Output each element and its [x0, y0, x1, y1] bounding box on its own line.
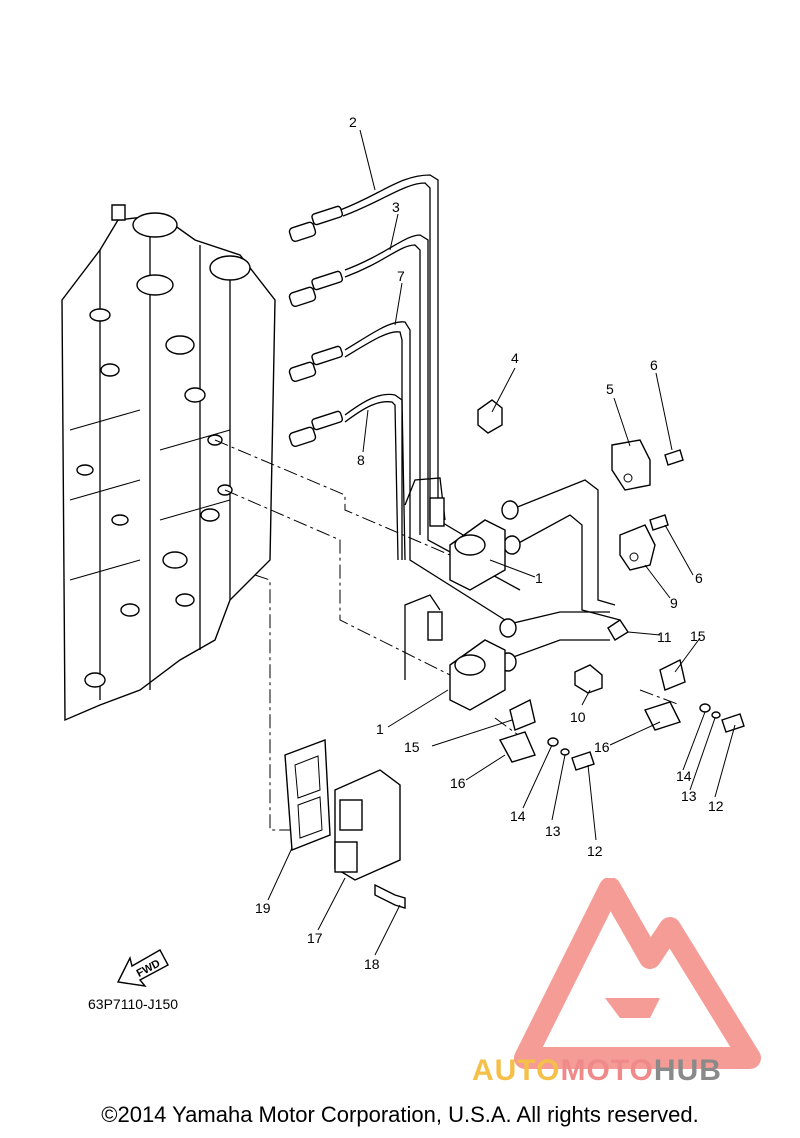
clip-4 [477, 399, 503, 434]
clip-10 [574, 664, 603, 694]
automotohub-logo: AUTOMOTOHUB [470, 877, 800, 1093]
logo-hub: HUB [653, 1054, 722, 1087]
ignition-coil-lower [404, 594, 506, 711]
logo-triangle-icon [514, 877, 761, 1069]
callout-12b: 12 [708, 798, 724, 814]
screw-6a [664, 449, 684, 466]
callout-3: 3 [392, 199, 400, 215]
leader-lines [267, 129, 736, 956]
callout-9: 9 [670, 595, 678, 611]
callout-16a: 16 [450, 775, 466, 791]
plug-cap-7 [288, 345, 344, 383]
callout-17: 17 [307, 930, 323, 946]
washer-13b [711, 711, 721, 719]
callout-5: 5 [606, 381, 614, 397]
washer-14a [547, 737, 559, 747]
logo-auto: AUTO [472, 1054, 561, 1087]
callout-7: 7 [397, 268, 405, 284]
plug-cap-8 [288, 410, 344, 448]
callout-10: 10 [570, 709, 586, 725]
reference-lines [214, 439, 681, 831]
callout-6b: 6 [695, 570, 703, 586]
fwd-arrow-icon: FWD [116, 949, 169, 987]
bolt-12b [721, 713, 745, 733]
fwd-label: FWD [135, 958, 163, 980]
screw-6b [649, 514, 669, 531]
plug-cap-2 [288, 205, 344, 243]
callout-18: 18 [364, 956, 380, 972]
callout-13a: 13 [545, 823, 561, 839]
washer-14b [699, 703, 711, 713]
bracket-5 [611, 439, 651, 491]
callout-4: 4 [511, 350, 519, 366]
bracket-9 [619, 524, 656, 571]
callout-12a: 12 [587, 843, 603, 859]
damper-16b [644, 701, 681, 731]
bolt-12a [571, 751, 595, 771]
callout-8: 8 [357, 452, 365, 468]
callout-11: 11 [657, 629, 672, 645]
damper-16a [498, 731, 536, 763]
callout-19: 19 [255, 900, 271, 916]
copyright-notice: ©2014 Yamaha Motor Corporation, U.S.A. A… [101, 1102, 699, 1127]
callout-14b: 14 [676, 768, 692, 784]
engine-block [61, 204, 276, 722]
bolt-18 [374, 883, 406, 909]
callout-1a: 1 [535, 570, 543, 586]
logo-moto: MOTO [560, 1054, 654, 1087]
holder-15a [509, 698, 536, 731]
spark-plug-leads [288, 174, 621, 672]
callout-15b: 15 [690, 628, 706, 644]
clip-11 [607, 619, 629, 641]
callout-numbers: 2 3 7 4 6 5 8 1 6 9 11 15 10 1 15 16 14 … [255, 114, 724, 972]
holder-15b [659, 658, 686, 691]
gasket-19 [284, 739, 331, 852]
callout-6a: 6 [650, 357, 658, 373]
callout-1b: 1 [376, 721, 384, 737]
callout-15a: 15 [404, 739, 420, 755]
cdi-unit-17 [334, 769, 401, 881]
part-code-label: 63P7110-J150 [88, 996, 179, 1012]
plug-cap-3 [288, 270, 344, 308]
callout-16b: 16 [594, 739, 610, 755]
callout-13b: 13 [681, 788, 697, 804]
callout-2: 2 [349, 114, 357, 130]
callout-14a: 14 [510, 808, 526, 824]
ignition-coil-upper [404, 477, 506, 591]
washer-13a [560, 748, 570, 756]
